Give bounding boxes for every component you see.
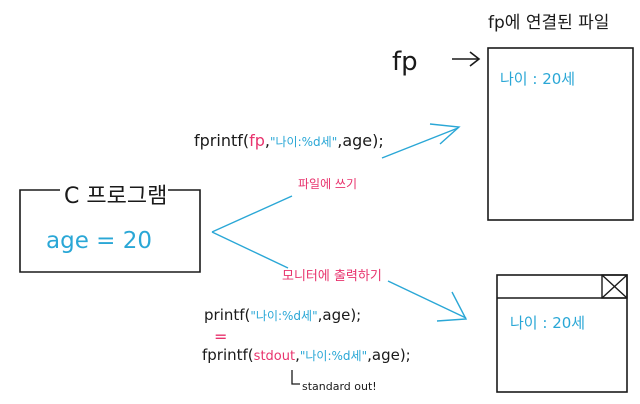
printf-format: "나이:%d세" [250, 309, 317, 323]
program-box-title: C 프로그램 [64, 184, 167, 209]
stdout-note: standard out! [291, 370, 377, 393]
monitor-box-content: 나이 : 20세 [510, 314, 585, 332]
fprintf-stdout-rest: ,age); [367, 346, 411, 364]
fprintf-stdout-arg: stdout [254, 349, 295, 364]
arrow-to-file [381, 123, 461, 159]
monitor-box: 나이 : 20세 [496, 274, 628, 393]
arrow-to-monitor [387, 280, 468, 322]
file-box-title: fp에 연결된 파일 [488, 13, 609, 33]
program-box-variable: age = 20 [46, 228, 152, 254]
fprintf-stdout-comma: , [295, 346, 300, 364]
fprintf-comma: , [265, 131, 270, 150]
file-box-content: 나이 : 20세 [500, 70, 575, 88]
fp-label: fp [392, 47, 418, 77]
printf-func: printf( [204, 306, 250, 324]
printf-code: printf("나이:%d세",age); [204, 306, 361, 324]
file-box: fp에 연결된 파일 나이 : 20세 [487, 13, 634, 221]
stdout-note-text: standard out! [302, 380, 377, 393]
program-box: C 프로그램 age = 20 [19, 184, 201, 273]
fprintf-fp-code: fprintf(fp,"나이:%d세",age); [194, 131, 384, 150]
fprintf-func: fprintf( [194, 131, 249, 150]
branch-lines [211, 195, 293, 269]
printf-rest: ,age); [318, 306, 362, 324]
fprintf-rest: ,age); [337, 131, 384, 150]
write-file-label: 파일에 쓰기 [298, 177, 357, 191]
fprintf-arg-fp: fp [249, 131, 265, 150]
fp-arrow [452, 51, 481, 67]
equals-sign: = [214, 327, 227, 346]
fprintf-stdout-format: "나이:%d세" [300, 349, 367, 363]
fprintf-format: "나이:%d세" [270, 135, 337, 149]
fprintf-stdout-code: fprintf(stdout,"나이:%d세",age); [202, 346, 411, 364]
monitor-label: 모니터에 출력하기 [282, 269, 382, 284]
close-box-icon [601, 274, 628, 299]
fprintf-stdout-func: fprintf( [202, 346, 254, 364]
